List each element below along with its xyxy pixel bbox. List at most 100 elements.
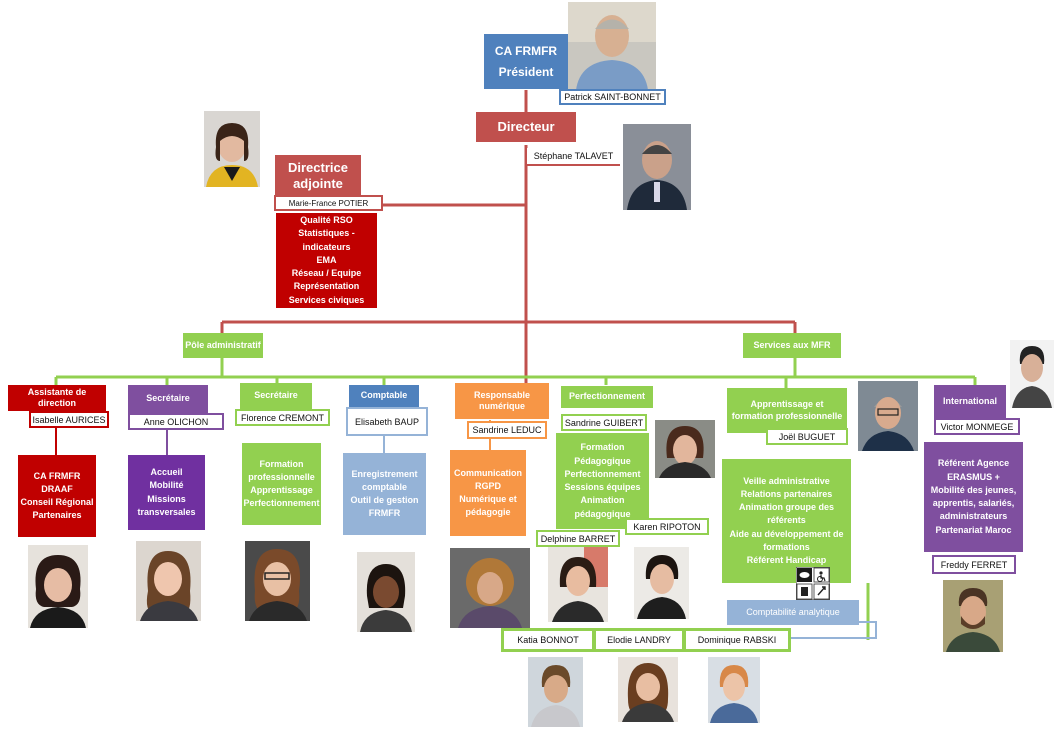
task-item: Mobilité bbox=[149, 480, 184, 491]
secretaire-anne-tasks: Accueil Mobilité Missions transversales bbox=[128, 455, 205, 530]
task-item: Représentation bbox=[293, 281, 360, 292]
secretaire-anne-name: Anne OLICHON bbox=[128, 413, 224, 430]
perf-name-guibert: Sandrine GUIBERT bbox=[561, 414, 647, 431]
numerique-name: Sandrine LEDUC bbox=[467, 421, 547, 439]
president-name: Patrick SAINT-BONNET bbox=[559, 89, 666, 105]
ca-label: CA FRMFR bbox=[494, 43, 558, 58]
assistante-tasks: CA FRMFR DRAAF Conseil Régional Partenai… bbox=[18, 455, 96, 537]
apprentissage-title-2: formation professionnelle bbox=[731, 410, 843, 421]
apprentissage-photo bbox=[858, 381, 918, 451]
international-name: Victor MONMEGE bbox=[934, 418, 1020, 435]
directrice-label-1: Directrice bbox=[288, 160, 348, 176]
task-item: Partenariat Maroc bbox=[935, 524, 1012, 535]
president-label: Président bbox=[498, 64, 554, 79]
name-rabski: Dominique RABSKI bbox=[683, 628, 791, 652]
secretaire-florence-name: Florence CREMONT bbox=[235, 409, 330, 426]
perf-photo-ripoton bbox=[634, 547, 689, 619]
international-photo bbox=[1010, 340, 1054, 408]
task-item: RGPD bbox=[474, 480, 501, 491]
task-item: Réseau / Equipe bbox=[291, 268, 362, 279]
task-item: indicateurs bbox=[302, 241, 351, 252]
numerique-tasks: Communication RGPD Numérique et pédagogi… bbox=[450, 450, 526, 536]
task-item: Outil de gestion bbox=[350, 495, 419, 505]
comptabilite-analytique-box: Comptabilité analytique bbox=[727, 600, 859, 625]
international-photo-2 bbox=[943, 580, 1003, 652]
task-item: formations bbox=[763, 541, 810, 552]
task-item: référents bbox=[767, 515, 806, 526]
secretaire-florence-tasks: Formation professionnelle Apprentissage … bbox=[242, 443, 321, 525]
task-item: ERASMUS + bbox=[947, 471, 1000, 482]
task-item: Relations partenaires bbox=[740, 488, 833, 499]
task-item: comptable bbox=[361, 481, 407, 492]
photo-bonnot bbox=[528, 657, 583, 727]
task-item: administrateurs bbox=[939, 511, 1008, 522]
president-photo bbox=[568, 2, 656, 90]
task-item: Référent Agence bbox=[937, 458, 1010, 469]
task-item: Animation groupe des bbox=[738, 502, 834, 513]
photo-rabski bbox=[708, 657, 760, 723]
task-item: Numérique et bbox=[459, 494, 517, 504]
directrice-name: Marie-France POTIER bbox=[274, 195, 383, 211]
responsable-numerique-box: Responsable numérique bbox=[455, 383, 549, 419]
assistante-photo bbox=[28, 545, 88, 628]
pole-administratif-label: Pôle administratif bbox=[185, 339, 261, 350]
task-item: EMA bbox=[316, 254, 337, 265]
task-item: Sessions équipes bbox=[564, 482, 641, 492]
handicap-icons bbox=[796, 567, 830, 600]
task-item: Perfectionnement bbox=[243, 498, 320, 509]
international-name-2: Freddy FERRET bbox=[932, 555, 1016, 574]
task-item: Animation bbox=[580, 495, 625, 506]
task-item: Apprentissage bbox=[250, 485, 313, 495]
task-item: pédagogique bbox=[574, 508, 631, 519]
assistante-title: Assistante de direction bbox=[27, 386, 87, 408]
comptable-tasks: Enregistrement comptable Outil de gestio… bbox=[343, 453, 426, 535]
directrice-photo bbox=[204, 111, 260, 187]
task-item: Référent Handicap bbox=[746, 555, 827, 566]
task-item: FRMFR bbox=[368, 508, 401, 519]
task-item: Accueil bbox=[150, 467, 183, 477]
apprentissage-title-1: Apprentissage et bbox=[750, 399, 824, 410]
secretaire-florence-box: Secrétaire bbox=[240, 383, 312, 409]
directeur-photo bbox=[623, 124, 691, 210]
task-item: transversales bbox=[137, 506, 196, 517]
task-item: Formation bbox=[580, 442, 625, 453]
pole-administratif: Pôle administratif bbox=[183, 333, 263, 358]
task-item: Conseil Régional bbox=[20, 497, 94, 507]
secretaire-anne-photo bbox=[136, 541, 201, 621]
comptable-name: Elisabeth BAUP bbox=[346, 407, 428, 436]
perf-tasks: Formation Pédagogique Perfectionnement S… bbox=[556, 433, 649, 529]
directrice-tasks: Qualité RSO Statistiques - indicateurs E… bbox=[276, 213, 377, 308]
task-item: Statistiques - bbox=[298, 228, 355, 239]
task-item: pédagogie bbox=[465, 507, 511, 518]
task-item: Services civiques bbox=[288, 294, 365, 305]
task-item: DRAAF bbox=[41, 483, 73, 494]
perfectionnement-title: Perfectionnement bbox=[568, 391, 646, 402]
perf-name-barret: Delphine BARRET bbox=[536, 530, 620, 547]
assistante-direction-box: Assistante de direction bbox=[8, 385, 106, 411]
numerique-photo bbox=[450, 548, 530, 628]
photo-landry bbox=[618, 657, 678, 722]
task-item: Formation bbox=[259, 458, 304, 469]
task-item: Pédagogique bbox=[574, 455, 631, 466]
directrice-box: Directrice adjointe bbox=[275, 155, 361, 197]
task-item: professionnelle bbox=[248, 471, 315, 482]
comptabilite-border bbox=[759, 621, 877, 639]
task-item: apprentis, salariés, bbox=[932, 498, 1015, 508]
task-item: Aide au développement de bbox=[729, 528, 844, 539]
task-item: Veille administrative bbox=[743, 475, 830, 486]
comptable-box: Comptable bbox=[349, 385, 419, 407]
apprentissage-box: Apprentissage et formation professionnel… bbox=[727, 388, 847, 433]
task-item: Communication bbox=[453, 467, 522, 478]
task-item: CA FRMFR bbox=[33, 470, 81, 481]
task-item: Missions bbox=[147, 493, 186, 504]
perf-name-ripoton: Karen RIPOTON bbox=[625, 518, 709, 535]
directeur-label: Directeur bbox=[497, 118, 555, 134]
task-item: Perfectionnement bbox=[564, 468, 641, 479]
services-aux-mfr: Services aux MFR bbox=[743, 333, 841, 358]
task-item: Partenaires bbox=[32, 510, 82, 521]
name-bonnot: Katia BONNOT bbox=[501, 628, 595, 652]
secretaire-florence-title: Secrétaire bbox=[254, 390, 298, 401]
perf-photo-guibert bbox=[655, 420, 715, 478]
comptabilite-analytique-label: Comptabilité analytique bbox=[746, 606, 840, 617]
